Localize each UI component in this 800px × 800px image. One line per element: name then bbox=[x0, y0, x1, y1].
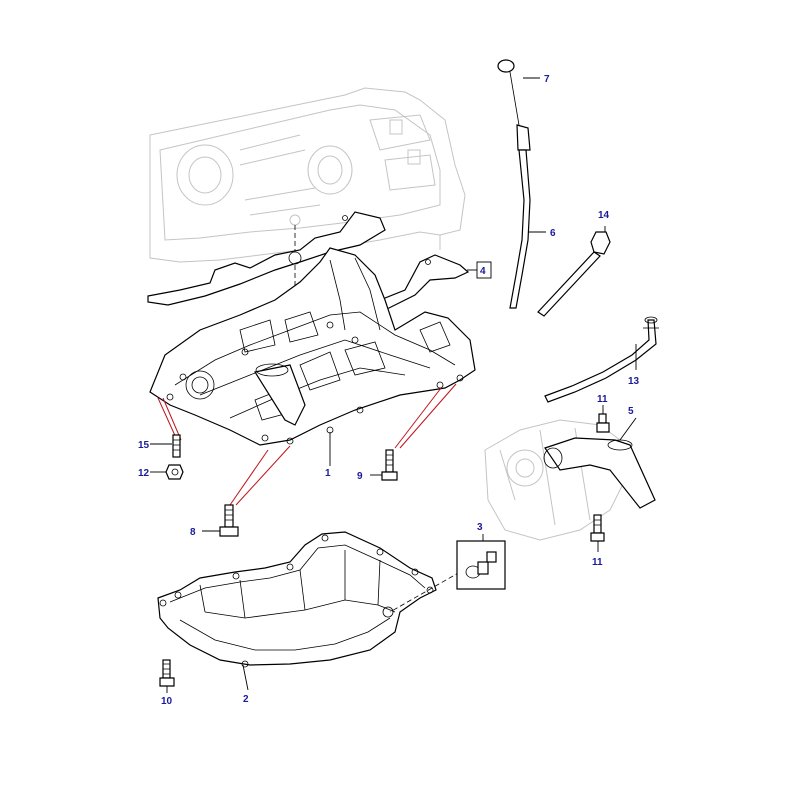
callouts: 7 6 4 14 13 5 11 11 15 12 9 1 8 3 2 10 bbox=[138, 74, 640, 707]
bolt-9 bbox=[381, 449, 398, 481]
callout-9: 9 bbox=[357, 471, 363, 482]
sensor bbox=[537, 231, 611, 317]
callout-14: 14 bbox=[598, 210, 610, 221]
gasket bbox=[147, 211, 470, 311]
nut-12 bbox=[165, 464, 184, 480]
callout-11-upper: 11 bbox=[597, 394, 608, 405]
drain-plug-guide bbox=[389, 571, 461, 613]
oil-pickup bbox=[543, 437, 656, 509]
callout-8: 8 bbox=[190, 527, 196, 538]
stud-15 bbox=[172, 434, 181, 458]
callout-2: 2 bbox=[243, 694, 249, 705]
bolt-11-upper bbox=[596, 413, 610, 433]
callout-7: 7 bbox=[544, 74, 550, 85]
dipstick bbox=[497, 59, 531, 151]
callout-11-lower: 11 bbox=[592, 557, 603, 568]
bolt-8 bbox=[219, 504, 239, 537]
callout-3: 3 bbox=[477, 522, 483, 533]
dipstick-tube bbox=[509, 149, 531, 309]
lower-oil-pan bbox=[157, 531, 437, 668]
callout-15: 15 bbox=[138, 440, 150, 451]
upper-oil-pan bbox=[149, 247, 476, 446]
bolt-10 bbox=[159, 659, 175, 687]
engine-block-outline bbox=[149, 87, 466, 263]
drain-plug-kit bbox=[456, 540, 506, 590]
callout-13: 13 bbox=[628, 376, 640, 387]
callout-1: 1 bbox=[325, 468, 331, 479]
callout-4: 4 bbox=[480, 266, 486, 277]
red-guide-lines bbox=[157, 383, 457, 506]
leader-lines bbox=[150, 77, 637, 693]
oil-return-tube bbox=[544, 316, 659, 403]
callout-10: 10 bbox=[161, 696, 173, 707]
callout-5: 5 bbox=[628, 406, 634, 417]
pickup-background bbox=[484, 419, 626, 541]
callout-4-box bbox=[476, 261, 492, 279]
callout-6: 6 bbox=[550, 228, 556, 239]
callout-12: 12 bbox=[138, 468, 150, 479]
bolt-11-lower bbox=[590, 514, 605, 542]
